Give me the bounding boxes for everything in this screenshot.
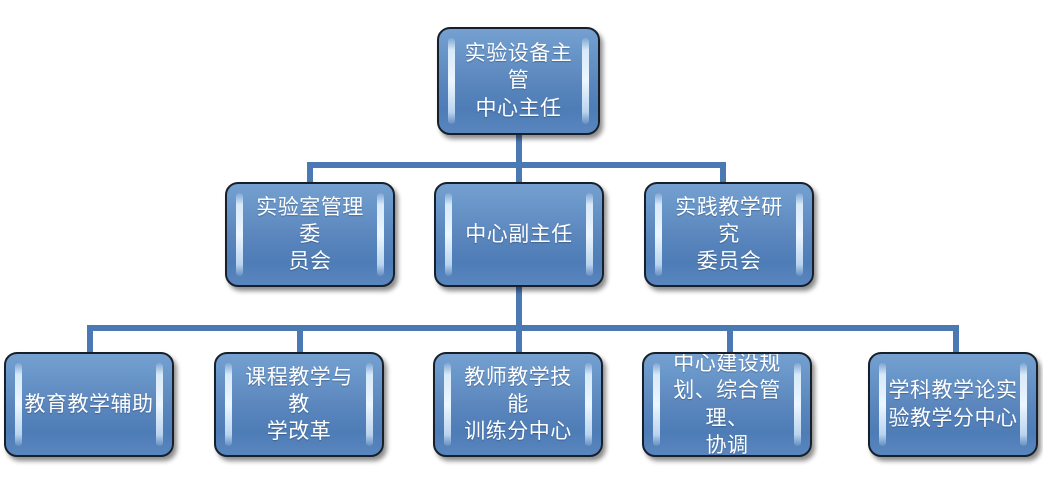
node-subject-theory[interactable]: 学科教学论实 验教学分中心 <box>868 352 1038 457</box>
connector-level3-bus <box>87 325 959 331</box>
connector-root-stem <box>516 133 522 168</box>
node-deputy-director[interactable]: 中心副主任 <box>434 182 604 287</box>
node-edu-support[interactable]: 教育教学辅助 <box>4 352 174 457</box>
node-edu-support-label: 教育教学辅助 <box>24 391 154 416</box>
node-teacher-skills-label: 教师教学技能 训练分中心 <box>464 364 572 444</box>
connector-deputy-stem <box>516 286 522 331</box>
node-planning-mgmt-label: 中心建设规 划、综合管理、 协调 <box>673 352 781 457</box>
node-root-label: 实验设备主管 中心主任 <box>464 41 573 120</box>
connector-to-edu-support <box>87 325 93 355</box>
connector-to-lab-committee <box>307 162 313 186</box>
node-root[interactable]: 实验设备主管 中心主任 <box>437 27 600 135</box>
connector-to-subject-theory <box>953 325 959 355</box>
node-practice-committee[interactable]: 实践教学研究 委员会 <box>644 182 814 287</box>
connector-to-deputy-director <box>516 162 522 186</box>
connector-to-course-reform <box>297 325 303 355</box>
node-subject-theory-label: 学科教学论实 验教学分中心 <box>888 378 1018 430</box>
node-practice-committee-label: 实践教学研究 委员会 <box>675 194 783 274</box>
node-course-reform-label: 课程教学与教 学改革 <box>245 364 353 444</box>
node-lab-committee[interactable]: 实验室管理委 员会 <box>225 182 395 287</box>
connector-to-practice-committee <box>720 162 726 186</box>
connector-to-teacher-skills <box>516 325 522 355</box>
connector-to-planning-mgmt <box>727 325 733 355</box>
node-planning-mgmt[interactable]: 中心建设规 划、综合管理、 协调 <box>642 352 812 457</box>
node-deputy-director-label: 中心副主任 <box>465 221 573 246</box>
node-course-reform[interactable]: 课程教学与教 学改革 <box>214 352 384 457</box>
node-lab-committee-label: 实验室管理委 员会 <box>256 194 364 274</box>
node-teacher-skills[interactable]: 教师教学技能 训练分中心 <box>433 352 603 457</box>
